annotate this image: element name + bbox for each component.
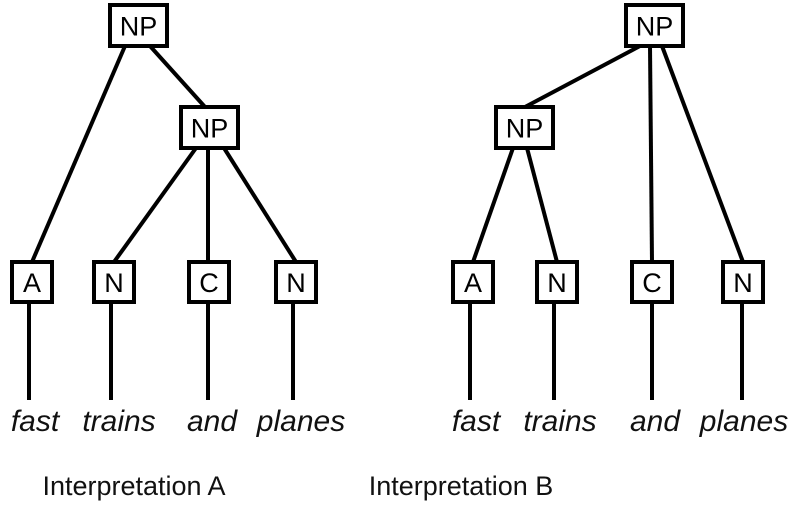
edge-b-np-root-to-b-np-lower — [524, 44, 641, 109]
word-a-word-planes: planes — [256, 405, 345, 438]
node-a-pos-a[interactable]: A — [10, 260, 54, 304]
edge-b-np-root-to-b-pos-c — [648, 45, 654, 263]
word-b-word-and: and — [630, 405, 681, 438]
edge-a-np-root-to-a-np-lower — [148, 44, 207, 109]
node-label-b-np-lower: NP — [506, 114, 544, 144]
node-label-b-pos-a: A — [464, 268, 482, 298]
node-label-b-pos-n1: N — [547, 268, 567, 298]
node-label-a-np-root: NP — [120, 12, 158, 42]
edges-interpretation-a — [30, 44, 298, 264]
node-box-b-pos-n1[interactable] — [535, 260, 579, 304]
node-label-b-pos-c: C — [642, 268, 662, 298]
node-label-a-pos-n1: N — [104, 268, 124, 298]
word-b-word-fast: fast — [452, 405, 502, 438]
node-box-b-pos-c[interactable] — [630, 260, 674, 304]
node-b-pos-a[interactable]: A — [451, 260, 495, 304]
node-b-pos-n2[interactable]: N — [721, 260, 765, 304]
node-label-a-pos-n2: N — [286, 268, 306, 298]
node-label-a-pos-a: A — [23, 268, 41, 298]
node-label-b-np-root: NP — [636, 12, 674, 42]
node-a-pos-c[interactable]: C — [187, 260, 231, 304]
node-b-np-root[interactable]: NP — [624, 3, 685, 48]
edges-interpretation-b — [471, 44, 745, 263]
node-box-a-pos-n2[interactable] — [274, 260, 318, 304]
node-label-a-pos-c: C — [199, 268, 219, 298]
caption-interpretation-a: Interpretation A — [42, 471, 225, 501]
node-b-pos-c[interactable]: C — [630, 260, 674, 304]
word-a-word-and: and — [187, 405, 238, 438]
word-a-word-trains: trains — [82, 405, 155, 438]
edge-a-np-lower-to-a-pos-n1 — [112, 146, 198, 264]
node-box-b-pos-n2[interactable] — [721, 260, 765, 304]
node-box-b-np-lower[interactable] — [494, 105, 555, 150]
edge-b-np-lower-to-b-pos-n1 — [525, 147, 559, 263]
node-a-pos-n1[interactable]: N — [92, 260, 136, 304]
node-label-b-pos-n2: N — [733, 268, 753, 298]
node-label-a-np-lower: NP — [191, 114, 229, 144]
node-box-a-np-lower[interactable] — [179, 105, 240, 150]
node-a-np-lower[interactable]: NP — [179, 105, 240, 150]
edge-a-np-root-to-a-pos-a — [30, 45, 127, 263]
leaf-stems-interpretation-b — [468, 302, 744, 400]
edge-b-np-root-to-b-pos-n2 — [660, 45, 745, 263]
node-box-a-pos-n1[interactable] — [92, 260, 136, 304]
node-box-b-np-root[interactable] — [624, 3, 685, 48]
leaf-stems-interpretation-a — [27, 302, 295, 400]
edge-a-np-lower-to-a-pos-n2 — [222, 146, 298, 264]
node-box-a-np-root[interactable] — [108, 3, 169, 48]
node-box-b-pos-a[interactable] — [451, 260, 495, 304]
word-a-word-fast: fast — [11, 405, 61, 438]
word-b-word-trains: trains — [523, 405, 596, 438]
node-a-np-root[interactable]: NP — [108, 3, 169, 48]
node-box-a-pos-c[interactable] — [187, 260, 231, 304]
node-a-pos-n2[interactable]: N — [274, 260, 318, 304]
node-box-a-pos-a[interactable] — [10, 260, 54, 304]
node-b-np-lower[interactable]: NP — [494, 105, 555, 150]
word-b-word-planes: planes — [699, 405, 788, 438]
edge-b-np-lower-to-b-pos-a — [471, 147, 515, 263]
caption-interpretation-b: Interpretation B — [369, 471, 554, 501]
node-b-pos-n1[interactable]: N — [535, 260, 579, 304]
